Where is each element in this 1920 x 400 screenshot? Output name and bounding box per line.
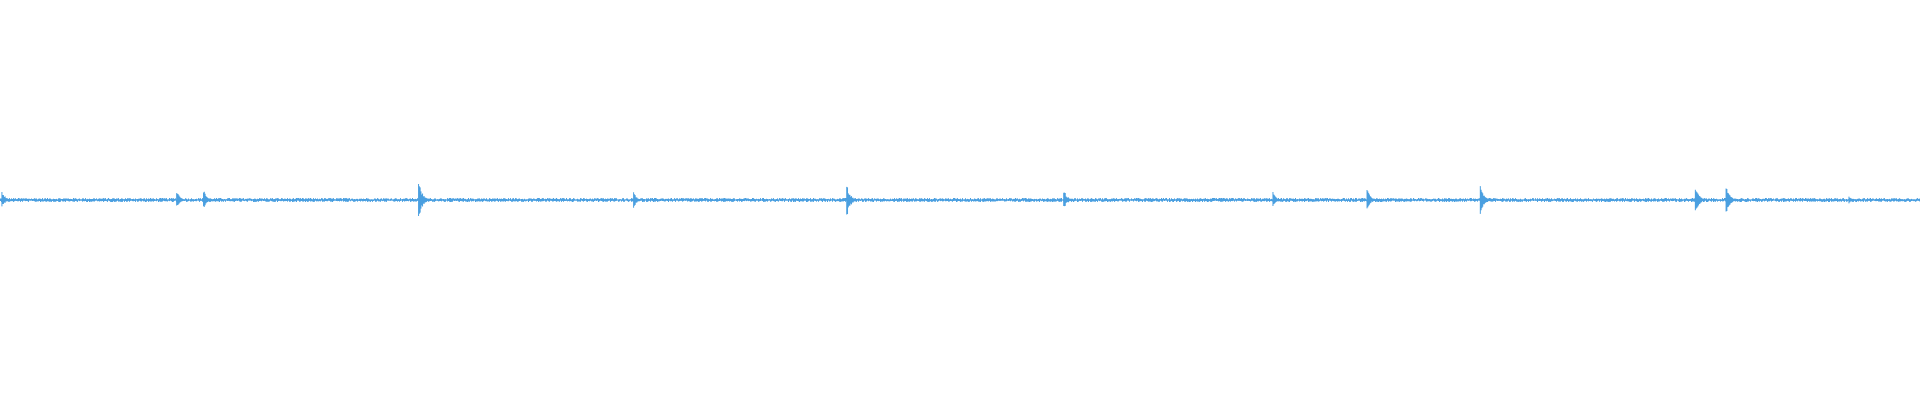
waveform-transient [1,192,13,207]
waveform-transient [1272,192,1284,206]
waveform-transient [1725,188,1737,212]
waveform-transient [1479,186,1492,214]
waveform-layer [0,183,1920,217]
waveform-transient [1366,189,1378,209]
waveform-transient-spike [176,193,188,206]
waveform-transient [1848,196,1860,204]
waveform-transient-spike [1063,192,1075,207]
waveform-transient-spike [1366,189,1378,209]
waveform-transient [418,183,430,217]
waveform-transient [1694,189,1707,211]
waveform-transient-spike [1,192,13,207]
waveform-transient [176,193,188,206]
waveform-transient-spike [1694,189,1707,211]
waveform-transient-spike [1272,192,1284,206]
waveform-transient-spike [1479,186,1492,214]
waveform-transient-spike [633,192,645,208]
waveform-transient [846,186,858,215]
waveform-transient-spike [203,191,215,207]
waveform-transient-spike [1848,196,1860,204]
waveform-transient [203,191,215,207]
waveform-transient [1063,192,1075,207]
waveform-transient [633,192,645,208]
waveform-transient-spike [846,186,858,215]
waveform-transient-spike [1725,188,1737,212]
waveform-transient-spike [418,183,430,217]
